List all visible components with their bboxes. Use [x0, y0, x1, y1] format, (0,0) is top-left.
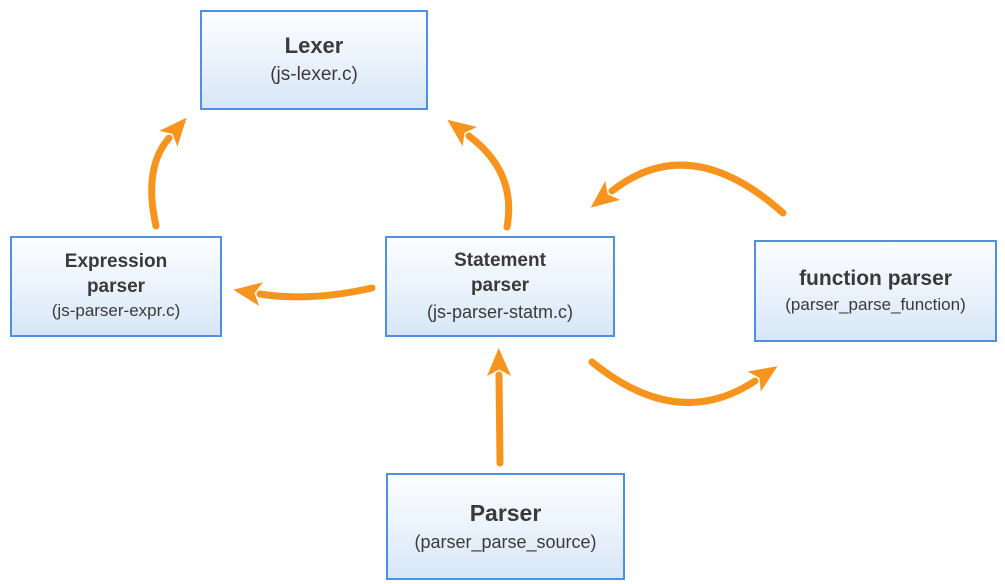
- arrow-statement-parser-to-function-parser: [588, 358, 778, 406]
- node-function-parser-title: function parser: [799, 267, 952, 291]
- node-statement-parser: Statement parser (js-parser-statm.c): [385, 236, 615, 337]
- arrow-statement-parser-to-lexer: [447, 119, 513, 231]
- node-function-parser-subtitle: (parser_parse_function): [785, 294, 966, 314]
- node-statement-parser-subtitle: (js-parser-statm.c): [426, 301, 573, 322]
- node-expression-parser: Expression parser (js-parser-expr.c): [10, 236, 222, 337]
- node-parser: Parser (parser_parse_source): [386, 473, 625, 580]
- arrow-expression-parser-to-lexer: [148, 117, 187, 230]
- arrow-statement-parser-to-expression-parser: [233, 282, 376, 307]
- node-function-parser: function parser (parser_parse_function): [754, 240, 997, 342]
- node-lexer: Lexer (js-lexer.c): [200, 10, 428, 110]
- node-statement-parser-title: Statement parser: [454, 250, 546, 296]
- node-lexer-title: Lexer: [284, 33, 344, 59]
- node-parser-subtitle: (parser_parse_source): [414, 531, 597, 552]
- node-expression-parser-title: Expression parser: [64, 250, 168, 297]
- node-parser-title: Parser: [469, 499, 542, 526]
- arrow-function-parser-to-statement-parser: [590, 161, 787, 217]
- node-expression-parser-subtitle: (js-parser-expr.c): [51, 301, 181, 321]
- node-lexer-subtitle: (js-lexer.c): [270, 63, 358, 85]
- arrow-parser-to-statement-parser: [487, 348, 512, 467]
